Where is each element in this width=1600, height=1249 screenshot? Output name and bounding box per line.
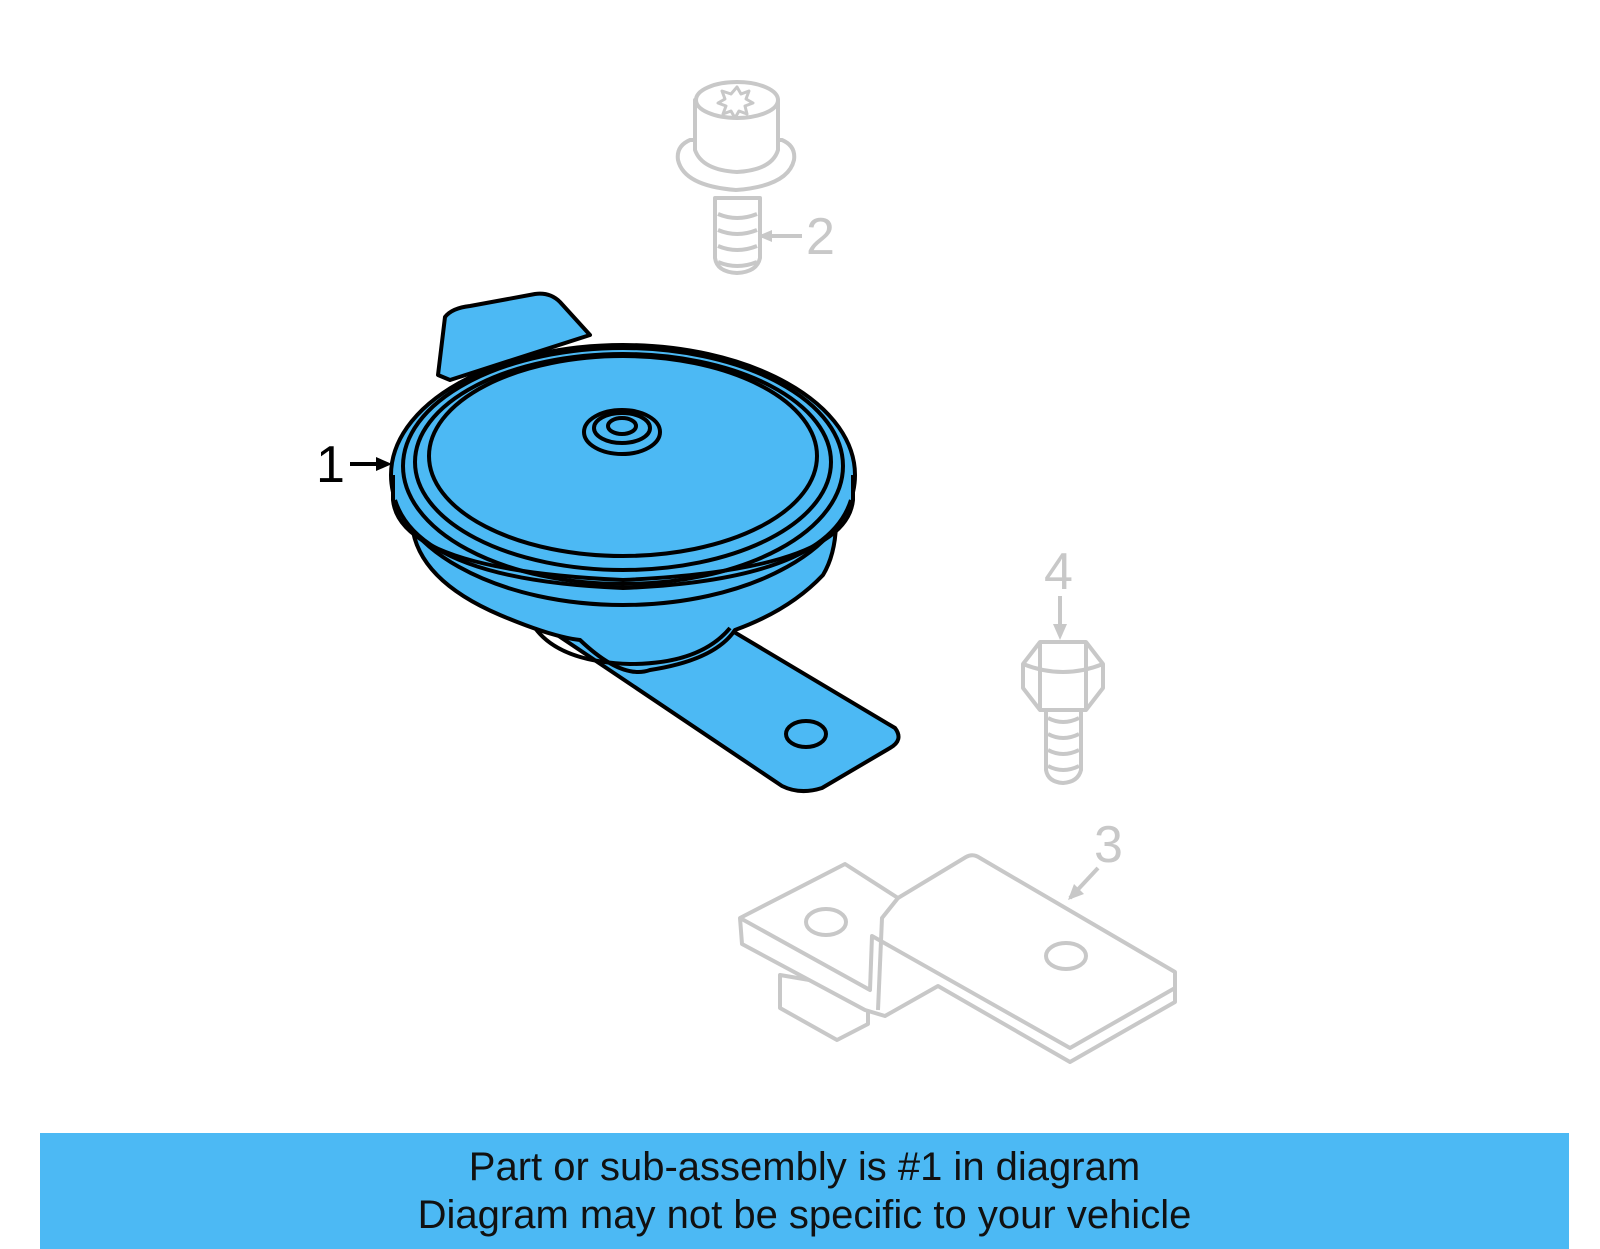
part-2-flange-bolt <box>675 80 802 275</box>
callout-2-label: 2 <box>806 208 835 266</box>
callout-4-label: 4 <box>1044 543 1073 601</box>
caption-banner: Part or sub-assembly is #1 in diagram Di… <box>40 1133 1569 1249</box>
callout-1-label: 1 <box>316 436 345 494</box>
part-1-horn <box>350 291 901 793</box>
caption-line-2: Diagram may not be specific to your vehi… <box>417 1193 1192 1237</box>
part-3-bracket <box>738 853 1177 1064</box>
caption-line-1: Part or sub-assembly is #1 in diagram <box>468 1145 1141 1189</box>
part-4-hex-bolt <box>1021 596 1105 785</box>
callout-3-label: 3 <box>1094 816 1123 874</box>
